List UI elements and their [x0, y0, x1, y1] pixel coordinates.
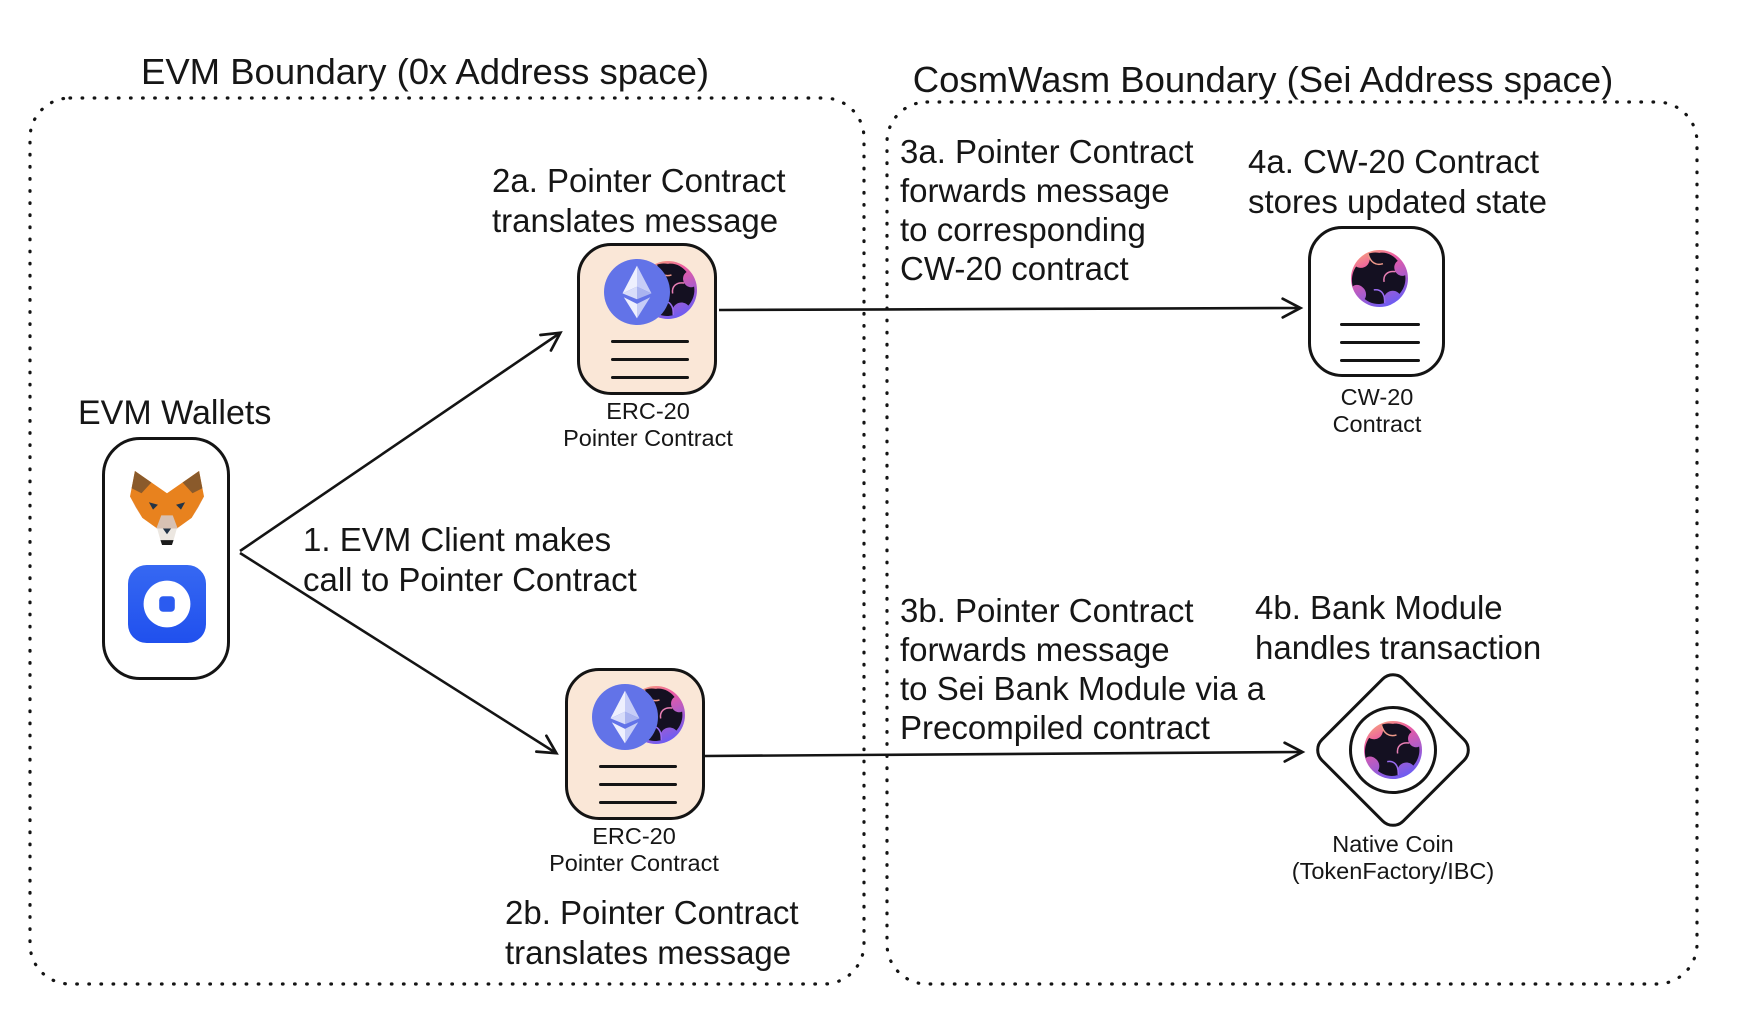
arrow-wallet-to-pointer-a [239, 333, 560, 553]
contract-line [599, 801, 677, 805]
cosmwasm-boundary-title: CosmWasm Boundary (Sei Address space) [912, 59, 1614, 100]
sei-icon [1364, 721, 1422, 779]
cosmwasm-boundary-box [885, 100, 1699, 986]
cw20-contract-node [1308, 226, 1445, 377]
sei-icon [1351, 250, 1408, 307]
pointer-contract-a-node [577, 243, 717, 395]
pointer-contract-b-node [565, 668, 705, 820]
ethereum-icon [592, 684, 658, 750]
evm-boundary-box [28, 96, 866, 986]
contract-line [599, 765, 677, 769]
contract-line [1340, 359, 1420, 363]
metamask-icon [130, 471, 204, 545]
contract-line [611, 376, 689, 380]
evm-wallets-label: EVM Wallets [78, 394, 272, 432]
coinbase-wallet-icon [128, 565, 206, 643]
evm-wallets-node [102, 437, 230, 680]
contract-line [611, 340, 689, 344]
arrow-wallet-to-pointer-b [239, 551, 556, 753]
bank-module-caption: Native Coin(TokenFactory/IBC) [1291, 831, 1495, 884]
contract-line [599, 783, 677, 787]
ethereum-icon [604, 259, 670, 325]
evm-boundary-title: EVM Boundary (0x Address space) [140, 51, 710, 92]
arrow-pointer-b-to-bank [704, 752, 1302, 756]
contract-line [611, 358, 689, 362]
contract-line [1340, 341, 1420, 345]
arrow-pointer-a-to-cw20 [718, 308, 1300, 310]
contract-line [1340, 323, 1420, 327]
